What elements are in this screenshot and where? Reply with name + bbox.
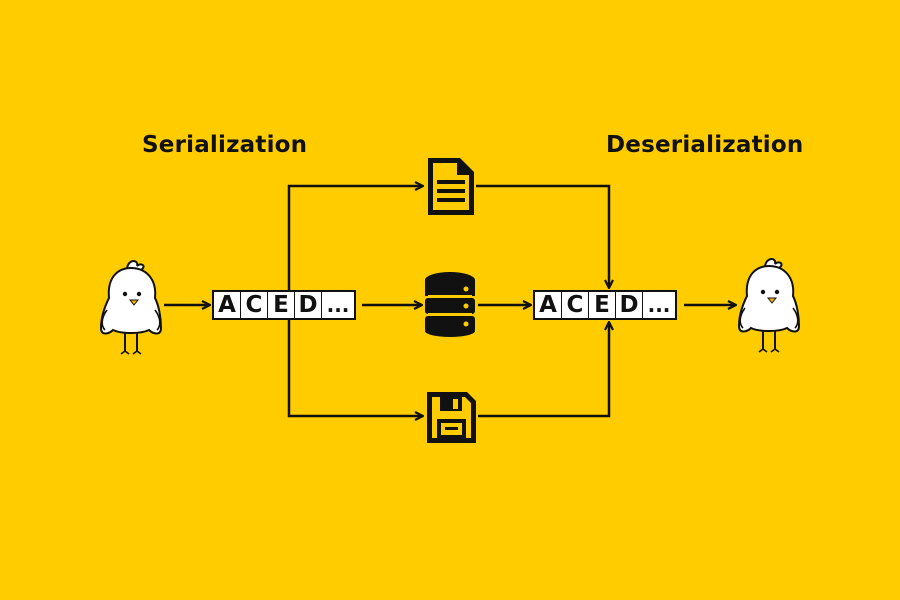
byte-cell: C	[562, 292, 589, 318]
serialized-byte-stream: A C E D ...	[212, 290, 356, 320]
byte-cell: E	[268, 292, 295, 318]
byte-cell: E	[589, 292, 616, 318]
connectors	[164, 186, 735, 416]
byte-cell: A	[214, 292, 241, 318]
arrow-bytes-to-document	[287, 186, 422, 290]
byte-cell: C	[241, 292, 268, 318]
arrow-floppy-to-bytes	[478, 323, 609, 418]
arrow-bytes-to-floppy	[287, 320, 422, 416]
byte-ellipsis: ...	[647, 293, 671, 317]
floppy-disk-icon	[427, 392, 476, 443]
deserialized-byte-stream: A C E D ...	[533, 290, 677, 320]
document-icon	[428, 158, 474, 215]
serialization-heading: Serialization	[142, 132, 308, 158]
byte-ellipsis: ...	[326, 293, 350, 317]
byte-cell: A	[535, 292, 562, 318]
chick-icon	[737, 258, 801, 353]
byte-cell: D	[616, 292, 643, 318]
database-icon	[425, 272, 475, 337]
byte-cell: D	[295, 292, 322, 318]
chick-icon	[99, 260, 163, 355]
deserialization-heading: Deserialization	[606, 132, 804, 158]
arrow-document-to-bytes	[476, 184, 609, 287]
